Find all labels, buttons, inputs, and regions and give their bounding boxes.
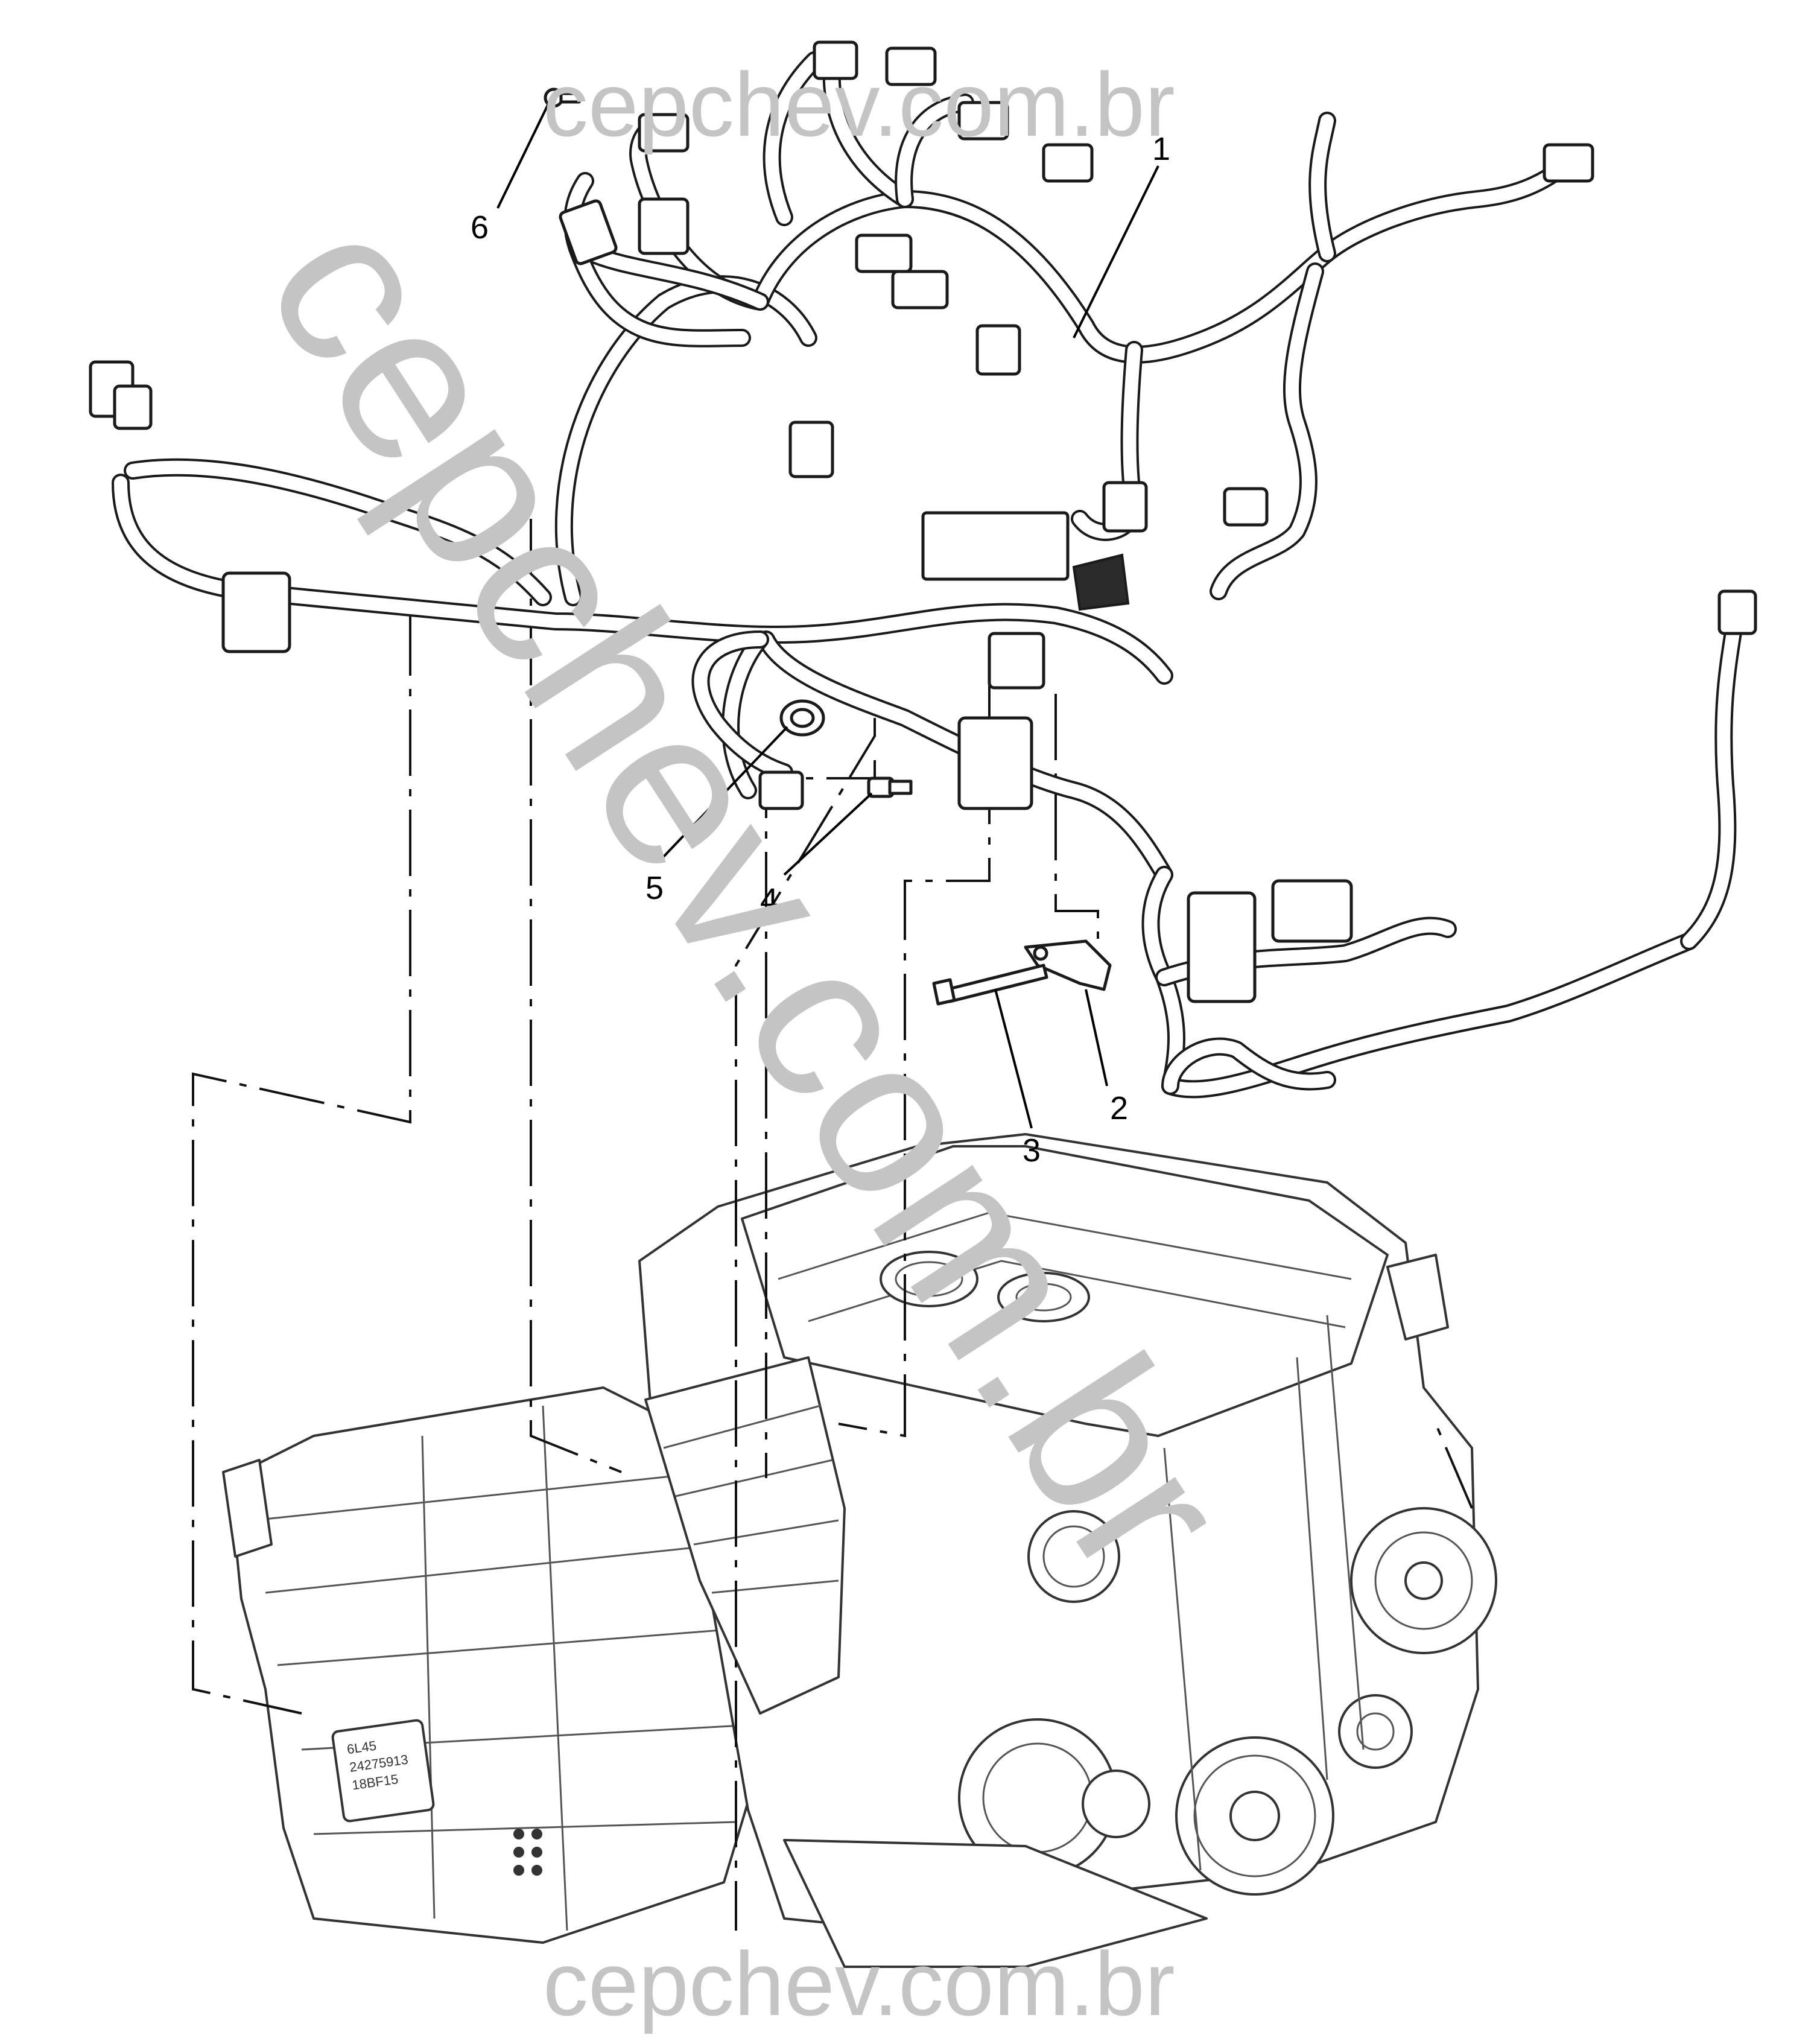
connector: [957, 716, 1033, 810]
callout-4: 4: [760, 882, 778, 918]
callout-6: 6: [471, 209, 489, 246]
engine-wiring-harness: [112, 51, 1746, 1099]
watermark-header: cepchev.com.br: [543, 54, 1175, 155]
callout-1: 1: [1152, 131, 1170, 167]
harness-bolt-long: [932, 963, 1048, 1006]
harness-bolt-short: [867, 776, 913, 798]
callout-2: 2: [1110, 1090, 1128, 1126]
callout-leaders: [496, 102, 1159, 1129]
watermark-footer: cepchev.com.br: [543, 1933, 1175, 2034]
transmission: 6L45 24275913 18BF15: [222, 1386, 761, 1944]
callouts: 1 2 3 4 5 6: [471, 131, 1170, 1169]
harness-grommet: [779, 699, 825, 737]
engine-block: [638, 1133, 1497, 1968]
engine-control-module-connector: [921, 511, 1070, 581]
harness-fastener: [544, 87, 581, 108]
callout-5: 5: [645, 870, 664, 906]
engine-assembly: 6L45 24275913 18BF15: [222, 1133, 1497, 1968]
connector: [221, 571, 291, 653]
harness-connectors: [89, 40, 1757, 1003]
callout-3: 3: [1023, 1132, 1041, 1169]
